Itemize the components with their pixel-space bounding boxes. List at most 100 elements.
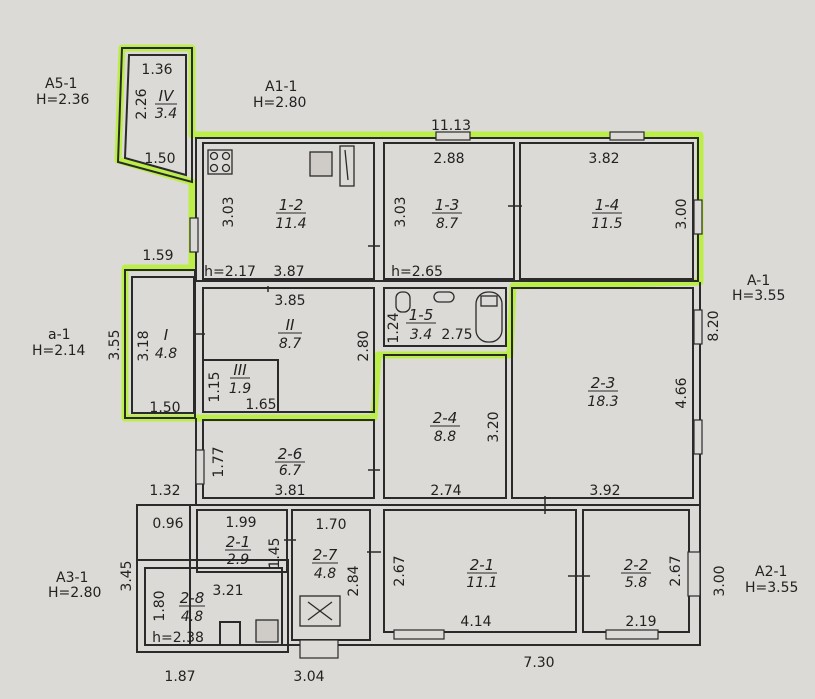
dim-label: 1.15 (207, 371, 223, 402)
bathtub-icon (480, 295, 498, 307)
counter-icon (344, 149, 349, 181)
annex-a1-name: A1-1 (265, 79, 297, 95)
stove-burner-icon (209, 163, 219, 173)
room-2-8-area: 4.8 (181, 609, 203, 625)
dim-label: 3.00 (712, 565, 728, 596)
wall-iii (202, 359, 279, 413)
bathtub-icon (475, 291, 503, 343)
room-1-4-name: 1-4 (595, 196, 620, 214)
dim-label: 3.45 (119, 560, 135, 591)
stove-icon (307, 601, 333, 621)
dim-label: 3.87 (273, 264, 304, 280)
dim-label: 1.32 (149, 483, 180, 499)
dim-label: 3.03 (221, 196, 237, 227)
dim-label: 2.26 (134, 88, 150, 119)
room-2-3-area: 18.3 (587, 394, 618, 410)
sink-icon (255, 619, 279, 643)
dim-label: 4.14 (460, 614, 491, 630)
dim-label: 2.67 (392, 555, 408, 586)
room-2-1a-area: 2.9 (227, 552, 249, 568)
dim-label: 3.20 (486, 411, 502, 442)
room-2-1-area: 11.1 (466, 575, 497, 591)
room-1-2-name: 1-2 (279, 196, 304, 214)
dim-label: 3.55 (107, 329, 123, 360)
dim-label: 3.18 (136, 330, 152, 361)
dim-label: 1.87 (164, 669, 195, 685)
room-i-area: 4.8 (155, 346, 177, 362)
room-1-3-name: 1-3 (435, 196, 460, 214)
room-ii-area: 8.7 (279, 336, 301, 352)
room-1-3-area: 8.7 (436, 216, 458, 232)
room-2-7-area: 4.8 (314, 566, 336, 582)
room-2-7-name: 2-7 (313, 546, 338, 564)
wall-2-4 (383, 354, 507, 499)
window (435, 131, 471, 141)
dim-label: 1.77 (211, 446, 227, 477)
annex-a1-height: H=2.80 (253, 95, 306, 111)
dim-label: 2.19 (625, 614, 656, 630)
wall-iv (116, 47, 193, 184)
wall-1-5 (383, 287, 507, 347)
dim-label: 1.80 (152, 590, 168, 621)
room-1-2-area: 11.4 (275, 216, 306, 232)
room-i-name: I (164, 326, 169, 344)
window (693, 309, 703, 345)
annex-a3-height: H=2.80 (48, 585, 101, 601)
dim-label: h=2.38 (152, 630, 204, 646)
window (609, 131, 645, 141)
annex-a2-name: A2-1 (755, 564, 787, 580)
room-2-4-name: 2-4 (433, 409, 458, 427)
wall-i (131, 276, 195, 414)
annex-a2-height: H=3.55 (745, 580, 798, 596)
dim-label: 3.81 (274, 483, 305, 499)
room-iv-area: 3.4 (155, 106, 177, 122)
dim-label: 8.20 (706, 310, 722, 341)
window (195, 449, 205, 485)
window (393, 629, 445, 640)
fixtures (207, 145, 503, 643)
dim-label: 1.45 (267, 537, 283, 568)
room-2-4-area: 8.8 (434, 429, 456, 445)
dim-label: 3.85 (274, 293, 305, 309)
stove-burner-icon (209, 151, 219, 161)
room-2-1-name: 2-1 (470, 556, 495, 574)
room-2-6-area: 6.7 (279, 463, 301, 479)
dim-label: h=2.17 (204, 264, 256, 280)
annex-a-left-height: H=2.14 (32, 343, 86, 359)
dim-label: 11.13 (431, 118, 471, 134)
wall-1-2 (202, 142, 375, 280)
dim-label: 3.21 (212, 583, 243, 599)
wall-1-3 (383, 142, 515, 280)
room-2-2-area: 5.8 (625, 575, 647, 591)
dim-label: 7.30 (523, 655, 554, 671)
annex-a3-name: A3-1 (56, 570, 88, 586)
dim-label: 1.59 (142, 248, 173, 264)
dim-label: h=2.65 (391, 264, 443, 280)
window (189, 217, 199, 253)
dim-label: 3.00 (674, 198, 690, 229)
dim-label: 1.99 (225, 515, 256, 531)
windows (189, 131, 703, 659)
room-fraction-bars (155, 103, 651, 607)
room-2-6-name: 2-6 (278, 445, 303, 463)
wall-1-4 (519, 142, 694, 280)
wall-iv-inner (123, 54, 187, 177)
annex-a-height: H=3.55 (732, 288, 785, 304)
highlighted-outline (114, 44, 704, 422)
wall-2-3 (511, 287, 694, 499)
room-ii-name: II (286, 316, 295, 334)
dim-label: 3.03 (393, 196, 409, 227)
dim-label: 1.70 (315, 517, 346, 533)
toilet-icon (395, 291, 411, 313)
wall-a3 (136, 559, 289, 653)
annex-a-name: A-1 (747, 273, 770, 289)
dim-label: 2.75 (441, 327, 472, 343)
dim-label: 2.67 (668, 555, 684, 586)
counter-icon (339, 145, 355, 187)
annex-a5-name: A5-1 (45, 76, 77, 92)
sink-icon (309, 151, 333, 177)
dim-label: 2.84 (346, 565, 362, 596)
room-2-1a-name: 2-1 (226, 533, 251, 551)
